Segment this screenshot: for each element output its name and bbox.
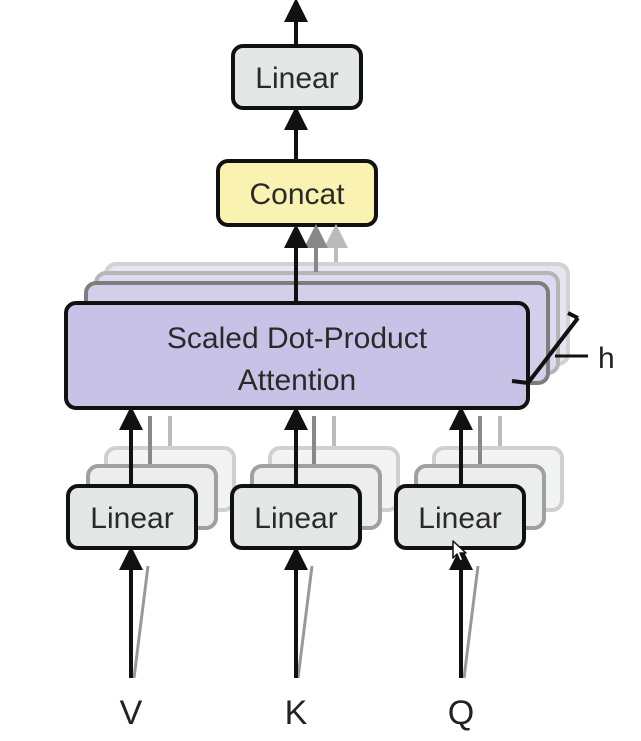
input-q-fan [462, 565, 480, 679]
linear-stack-q: Linear [394, 406, 564, 550]
linear-v-label: Linear [90, 502, 173, 535]
top-linear-label: Linear [255, 62, 338, 95]
head-count-brace [526, 316, 580, 385]
linear-q-label: Linear [418, 502, 501, 535]
attention-block: Scaled Dot-Product Attention [64, 301, 530, 410]
top-linear-block: Linear [231, 44, 363, 110]
head-count-brace-tick-bottom [511, 379, 529, 385]
head-count-label: h [598, 342, 615, 375]
input-k-label: K [285, 694, 308, 732]
linear-stack-k: Linear [230, 406, 400, 550]
input-k-fan [296, 565, 314, 679]
input-q-label: Q [448, 694, 474, 732]
linear-stack-v: Linear [66, 406, 236, 550]
head-count-brace-tick-top [567, 311, 579, 320]
mouse-pointer-icon [452, 540, 467, 562]
attention-label-line2: Attention [238, 364, 356, 397]
attention-label-line1: Scaled Dot-Product [167, 322, 428, 355]
concat-label: Concat [249, 178, 345, 211]
input-v-fan [132, 565, 150, 679]
concat-block: Concat [216, 159, 378, 227]
input-v-label: V [120, 694, 143, 732]
linear-k-label: Linear [254, 502, 337, 535]
